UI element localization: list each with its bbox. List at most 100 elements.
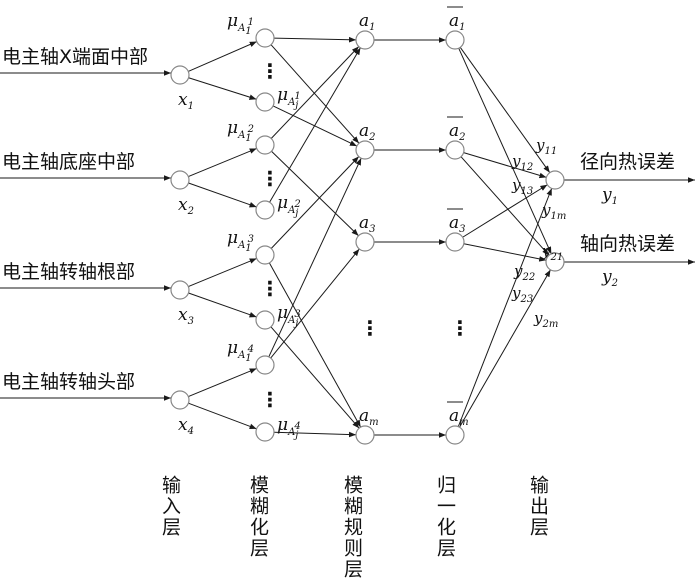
svg-text:μAj2: μAj2	[277, 193, 301, 219]
membership-node-7	[255, 355, 275, 375]
layer-name-4: 归一化层	[434, 475, 456, 559]
edge-mf-rule-12	[268, 157, 362, 358]
edge-norm-out-3-2	[463, 243, 547, 262]
membership-node-6	[255, 310, 275, 330]
membership-node-2	[255, 92, 275, 112]
edge-mf-rule-2	[272, 105, 358, 147]
output-label-2: 轴向热误差	[580, 233, 675, 255]
normalized-node-1	[445, 30, 465, 50]
weight-label-4: y1m	[541, 201, 566, 222]
output-var-1: y1	[601, 185, 618, 207]
membership-label-8: μAj4	[277, 415, 301, 441]
svg-text:y11: y11	[535, 136, 557, 157]
edge-mf-rule-7	[270, 248, 360, 359]
membership-node-4	[255, 200, 275, 220]
ellipsis-mf-4: ⋮	[260, 388, 280, 412]
membership-node-5	[255, 245, 275, 265]
svg-text:y21: y21	[541, 242, 563, 263]
input-var-1: x1	[178, 90, 194, 112]
input-var-3: x3	[178, 305, 194, 327]
normalized-node-3	[445, 232, 465, 252]
normalized-node-4	[445, 425, 465, 445]
edge-mf-rule-4	[269, 47, 361, 203]
svg-text:a3: a3	[449, 213, 466, 235]
svg-text:y1m: y1m	[541, 201, 566, 222]
edge-mf-rule-1	[273, 36, 357, 43]
input-var-2: x2	[178, 195, 194, 217]
rule-label-4: am	[359, 406, 379, 428]
edge-in-mf-4b	[188, 402, 257, 430]
svg-text:x3: x3	[178, 305, 194, 327]
rule-node-3	[355, 232, 375, 252]
node-labels: 电主轴X端面中部x1⋮电主轴底座中部x2⋮电主轴转轴根部x3⋮电主轴转轴头部x4…	[2, 6, 675, 580]
svg-text:μA12: μA12	[227, 118, 254, 144]
weight-label-3: y13	[511, 176, 533, 197]
svg-text:输入层: 输入层	[159, 475, 181, 538]
edge-norm-out-1-2	[458, 48, 552, 254]
edge-norm-out-2-1	[463, 152, 547, 179]
edge-norm-out-1-1	[459, 47, 551, 173]
network-nodes	[170, 28, 565, 445]
input-node-1	[170, 65, 190, 85]
membership-label-2: μAj1	[277, 85, 301, 111]
input-node-3	[170, 280, 190, 300]
svg-text:am: am	[449, 406, 469, 428]
input-label-3: 电主轴转轴根部	[2, 261, 135, 283]
output-node-2	[545, 252, 565, 272]
svg-text:μA11: μA11	[227, 11, 254, 37]
ellipsis-mf-1: ⋮	[260, 59, 280, 83]
normalized-label-3: a3	[447, 208, 466, 235]
edge-mf-rule-8	[273, 431, 357, 438]
normalized-label-4: am	[447, 401, 469, 428]
svg-text:a1: a1	[359, 11, 376, 33]
membership-label-1: μA11	[227, 11, 254, 37]
rule-label-3: a3	[359, 213, 376, 235]
svg-text:a2: a2	[449, 121, 466, 143]
membership-label-4: μAj2	[277, 193, 301, 219]
membership-node-8	[255, 422, 275, 442]
edge-norm-out-3-1	[462, 184, 548, 238]
edge-norm-out-4-2	[459, 269, 551, 428]
edge-mf-rule-5	[270, 156, 360, 249]
svg-text:y12: y12	[511, 152, 533, 173]
input-label-4: 电主轴转轴头部	[2, 371, 135, 393]
svg-text:y2: y2	[601, 267, 618, 289]
svg-text:a3: a3	[359, 213, 376, 235]
svg-text:y23: y23	[511, 284, 533, 305]
svg-text:μAj4: μAj4	[277, 415, 301, 441]
edge-in-mf-3a	[188, 257, 257, 288]
rule-node-2	[355, 140, 375, 160]
svg-text:归一化层: 归一化层	[434, 475, 456, 559]
membership-label-5: μA13	[227, 228, 254, 254]
rule-label-1: a1	[359, 11, 376, 33]
svg-text:x4: x4	[178, 415, 194, 437]
svg-text:μAj3: μAj3	[277, 303, 301, 329]
membership-label-7: μA14	[227, 338, 254, 364]
edge-in-mf-2b	[188, 182, 257, 208]
ellipsis-mf-3: ⋮	[260, 277, 280, 301]
edge-mf-rule-6	[270, 326, 360, 429]
normalized-label-2: a2	[447, 116, 466, 143]
svg-text:μA14: μA14	[227, 338, 254, 364]
layer-name-2: 模糊化层	[247, 475, 269, 559]
weight-label-2: y12	[511, 152, 533, 173]
ellipsis-rules: ⋮	[360, 316, 380, 340]
weight-label-7: y23	[511, 284, 533, 305]
normalized-label-1: a1	[447, 6, 466, 33]
svg-text:x2: x2	[178, 195, 194, 217]
output-label-1: 径向热误差	[580, 151, 675, 173]
svg-text:a1: a1	[449, 11, 466, 33]
layer-name-3: 模糊规则层	[341, 475, 363, 580]
weight-label-1: y11	[535, 136, 557, 157]
input-label-1: 电主轴X端面中部	[2, 46, 148, 68]
edge-mf-rule-11	[268, 262, 362, 428]
weight-label-6: y22	[513, 262, 535, 283]
edge-mf-rule-3	[271, 150, 359, 237]
rule-node-4	[355, 425, 375, 445]
layer-name-5: 输出层	[527, 475, 549, 538]
edge-in-mf-2a	[188, 147, 257, 178]
ellipsis-mf-2: ⋮	[260, 167, 280, 191]
membership-node-1	[255, 28, 275, 48]
input-node-2	[170, 170, 190, 190]
svg-text:y22: y22	[513, 262, 535, 283]
